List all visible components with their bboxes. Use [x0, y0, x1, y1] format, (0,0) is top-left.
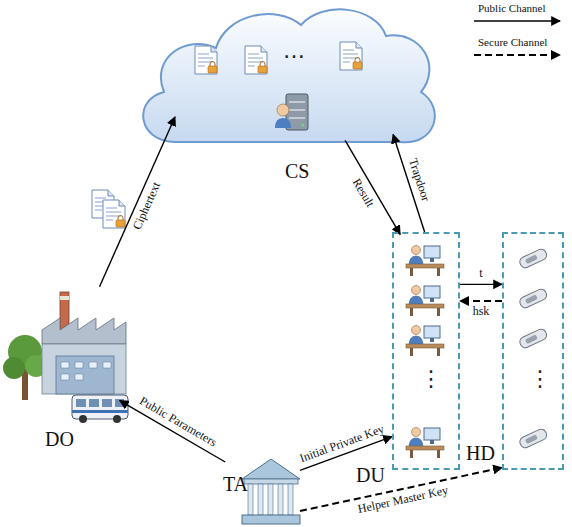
authority-building [242, 459, 300, 524]
data-owner: DO [5, 285, 140, 455]
node-label: HD [466, 442, 495, 464]
document-icon [245, 46, 267, 74]
helper-device-group: HD [502, 232, 564, 470]
ellipsis-mark: ⋮ [420, 368, 442, 390]
helper-device-icon [518, 428, 548, 450]
document-icon [340, 42, 362, 70]
legend-text: Secure Channel [468, 36, 568, 48]
secure-channel-arrow [460, 300, 502, 302]
cloud-shape [143, 9, 435, 142]
node-label: TA [223, 473, 248, 495]
public-channel-arrow [100, 117, 176, 287]
edge-label: Ciphertext [131, 180, 164, 232]
user-icon [406, 246, 444, 277]
cloud-outline [143, 9, 435, 142]
node-label: DU [356, 464, 385, 486]
user-icon [406, 286, 444, 317]
server-icon [275, 94, 308, 130]
edge-label: Public Parameters [137, 395, 219, 450]
legend-text: Public Channel [468, 2, 568, 14]
user-icon [406, 326, 444, 357]
legend-item: Secure Channel [468, 36, 568, 70]
edge-label: Initial Private Key [298, 422, 386, 465]
public-channel-arrow [120, 401, 225, 462]
node-label: DO [45, 428, 74, 450]
helper-device-icon [518, 288, 548, 310]
ellipsis-mark: ⋮ [529, 368, 551, 390]
user-icon [406, 428, 444, 459]
edge-label: hsk [473, 305, 490, 318]
public-channel-arrow [460, 284, 502, 285]
document-icon [195, 46, 217, 74]
edge-label: Result [350, 176, 377, 209]
edge-label: t [479, 267, 482, 280]
factory-illustration [3, 292, 128, 423]
document-icon [103, 200, 125, 228]
secure-channel-sample [468, 48, 566, 62]
ellipsis-mark: … [283, 40, 305, 62]
node-label: CS [285, 160, 309, 182]
edge-label: Trapdoor [406, 157, 432, 203]
public-channel-sample [468, 14, 566, 28]
trusted-authority: TA [215, 455, 300, 525]
edge-label: Helper Master Key [357, 484, 450, 516]
legend-line [474, 54, 560, 56]
cloud-server: CS [145, 0, 445, 195]
helper-device-icon [518, 328, 548, 350]
legend: Public ChannelSecure Channel [468, 2, 568, 70]
data-user-group: DU [392, 232, 460, 470]
helper-device-icon [518, 248, 548, 270]
legend-line [474, 20, 560, 21]
public-channel-arrow [345, 140, 400, 234]
legend-item: Public Channel [468, 2, 568, 36]
